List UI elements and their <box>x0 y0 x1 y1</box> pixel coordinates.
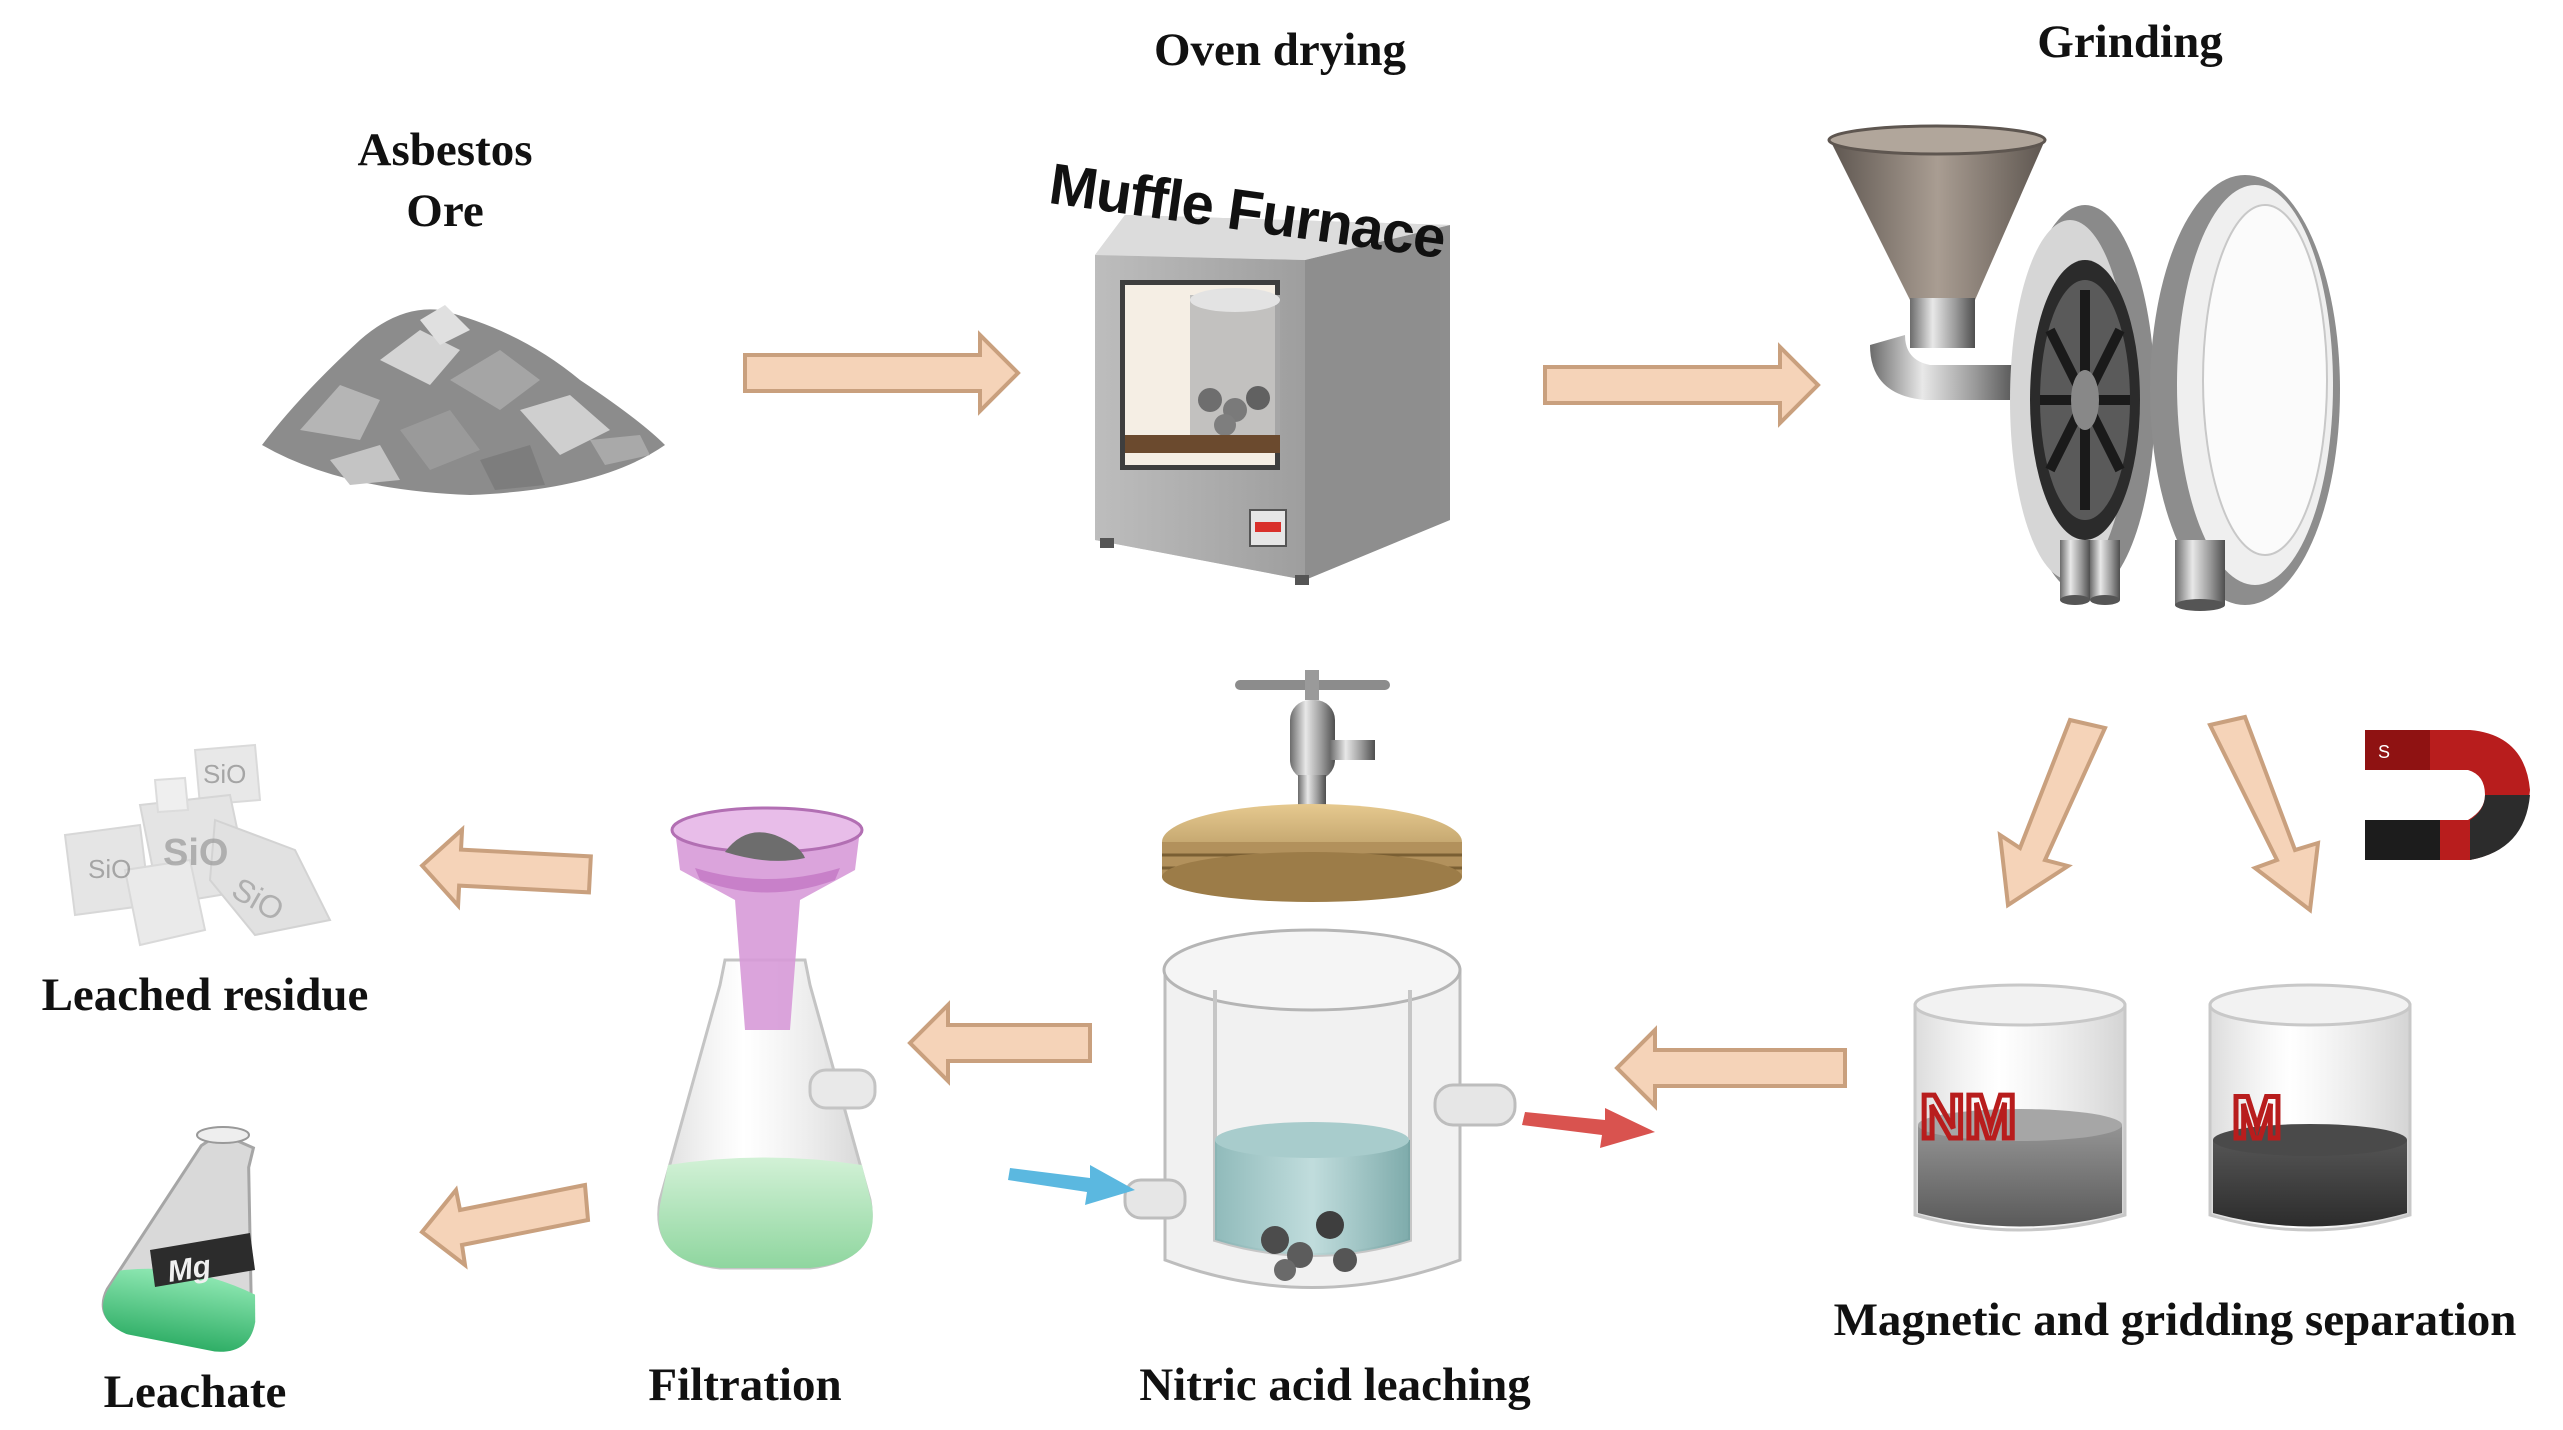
flow-arrow-grinding-to-nonmagnetic <box>1997 717 2108 909</box>
outlet-arrow-icon <box>1522 1108 1655 1148</box>
leached-residue-label: Leached residue <box>41 969 369 1021</box>
residue-block-label: SiO <box>88 854 131 884</box>
flow-arrow-filtration-to-leachate <box>419 1182 591 1270</box>
leachate-label: Leachate <box>103 1366 287 1418</box>
asbestos-ore-label: Asbestos Ore <box>325 120 565 242</box>
inlet-arrow-icon <box>1008 1165 1135 1205</box>
flow-arrow-ore-to-drying <box>743 330 1021 416</box>
flow-arrow-filtration-to-residue <box>419 824 593 911</box>
magnet-pole-label: S <box>2378 742 2390 762</box>
asbestos-ore-label-line2: Ore <box>406 185 484 238</box>
leached-residue-icon <box>63 743 332 947</box>
residue-block-label: SiO <box>163 832 228 874</box>
grinder-icon <box>1827 124 2340 611</box>
flow-arrow-separation-to-leaching <box>1614 1025 1847 1111</box>
asbestos-ore-label-line1: Asbestos <box>357 124 533 176</box>
nitric-acid-leaching-label: Nitric acid leaching <box>1139 1359 1531 1411</box>
nonmagnetic-beaker-icon: NM <box>1913 983 2127 1232</box>
filtration-flask-icon <box>657 806 877 1270</box>
residue-block-label: SiO <box>203 759 246 789</box>
leachate-flask-icon: Mg <box>101 1126 256 1352</box>
flow-arrow-drying-to-grinding <box>1543 342 1821 428</box>
nonmagnetic-label: NM <box>1920 1083 2016 1152</box>
leachate-flask-label: Mg <box>165 1250 213 1289</box>
flow-arrow-leaching-to-filtration <box>907 1000 1092 1086</box>
magnetic-beaker-icon: M <box>2208 983 2412 1232</box>
grinding-label: Grinding <box>2037 16 2223 68</box>
horseshoe-magnet-icon: S <box>2365 730 2530 860</box>
magnetic-label: M <box>2232 1084 2282 1151</box>
muffle-furnace-icon <box>1095 215 1450 585</box>
flow-arrow-grinding-to-magnetic <box>2207 714 2321 914</box>
separation-label: Magnetic and gridding separation <box>1833 1294 2517 1346</box>
asbestos-ore-pile-icon <box>262 305 665 495</box>
leaching-reactor-icon <box>1123 670 1517 1289</box>
oven-drying-label: Oven drying <box>1153 24 1406 76</box>
filtration-label: Filtration <box>648 1359 842 1411</box>
